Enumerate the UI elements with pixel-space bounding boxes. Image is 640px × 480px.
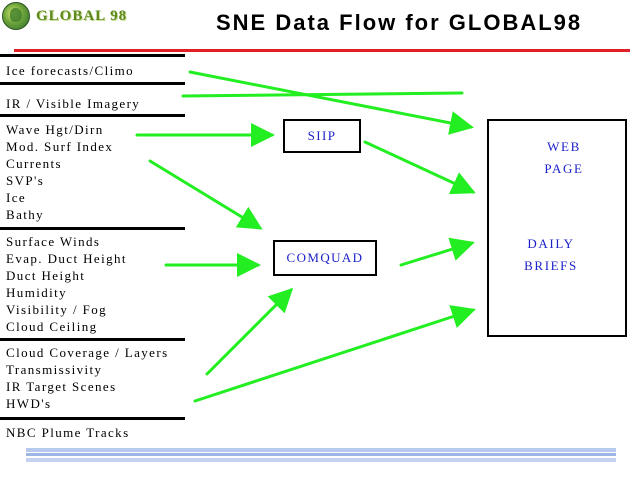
arrow-siip-to-web — [363, 140, 476, 195]
arrow-hwd-to-briefs — [193, 305, 476, 403]
source-item: Ice — [6, 190, 27, 205]
divider-line — [0, 227, 185, 230]
source-item: Currents — [6, 156, 62, 171]
source-item: SVP's — [6, 173, 45, 188]
source-item: Visibility / Fog — [6, 302, 108, 317]
web-page-label: WEB PAGE — [540, 136, 588, 180]
footer-bar — [26, 453, 616, 456]
web-page-line: PAGE — [544, 161, 584, 176]
divider-line — [0, 82, 185, 85]
source-item: Duct Height — [6, 268, 86, 283]
source-item: Mod. Surf Index — [6, 139, 114, 154]
source-item: Transmissivity — [6, 362, 103, 377]
arrow-ice-to-web — [188, 70, 474, 135]
global98-logo: GLOBAL 98 — [2, 2, 127, 30]
source-group-nbc: NBC Plume Tracks — [0, 424, 190, 441]
comquad-label: COMQUAD — [286, 250, 364, 265]
source-item: Bathy — [6, 207, 45, 222]
daily-briefs-label: DAILY BRIEFS — [518, 233, 584, 277]
globe-icon — [2, 2, 30, 30]
source-item: Wave Hgt/Dirn — [6, 122, 104, 137]
arrow-comquad-to-briefs — [399, 237, 475, 267]
daily-briefs-line: BRIEFS — [524, 258, 578, 273]
source-item: HWD's — [6, 396, 52, 411]
divider-line — [0, 114, 185, 117]
logo-text: GLOBAL 98 — [36, 7, 128, 24]
daily-briefs-line: DAILY — [527, 236, 575, 251]
source-item: Cloud Ceiling — [6, 319, 98, 334]
siip-label: SIIP — [307, 128, 337, 143]
page-title: SNE Data Flow for GLOBAL98 — [216, 10, 583, 35]
footer-bar — [26, 458, 616, 462]
source-group-ice: Ice forecasts/Climo — [0, 62, 190, 79]
divider-line — [0, 417, 185, 420]
arrow-currents-to-comquad — [148, 159, 263, 230]
web-page-line: WEB — [547, 139, 581, 154]
siip-box: SIIP — [283, 119, 361, 153]
source-item: Evap. Duct Height — [6, 251, 127, 266]
source-item: Ice forecasts/Climo — [6, 63, 135, 78]
arrow-cloud-to-comquad — [205, 287, 294, 376]
destination-box — [487, 119, 627, 337]
source-item: IR / Visible Imagery — [6, 96, 141, 111]
source-group-cloud: Cloud Coverage / Layers Transmissivity I… — [0, 344, 190, 412]
source-item: Cloud Coverage / Layers — [6, 345, 169, 360]
source-item: Humidity — [6, 285, 68, 300]
source-item: NBC Plume Tracks — [6, 425, 130, 440]
source-item: Surface Winds — [6, 234, 101, 249]
comquad-box: COMQUAD — [273, 240, 377, 276]
footer-bar — [26, 448, 616, 452]
divider-line — [0, 338, 185, 341]
arrow-imagery-segment — [181, 91, 464, 98]
source-group-ocean: Wave Hgt/Dirn Mod. Surf Index Currents S… — [0, 121, 190, 223]
title-divider — [14, 49, 630, 52]
source-item: IR Target Scenes — [6, 379, 117, 394]
source-group-imagery: IR / Visible Imagery — [0, 95, 190, 112]
source-group-atmosphere: Surface Winds Evap. Duct Height Duct Hei… — [0, 233, 190, 335]
divider-line — [0, 54, 185, 57]
